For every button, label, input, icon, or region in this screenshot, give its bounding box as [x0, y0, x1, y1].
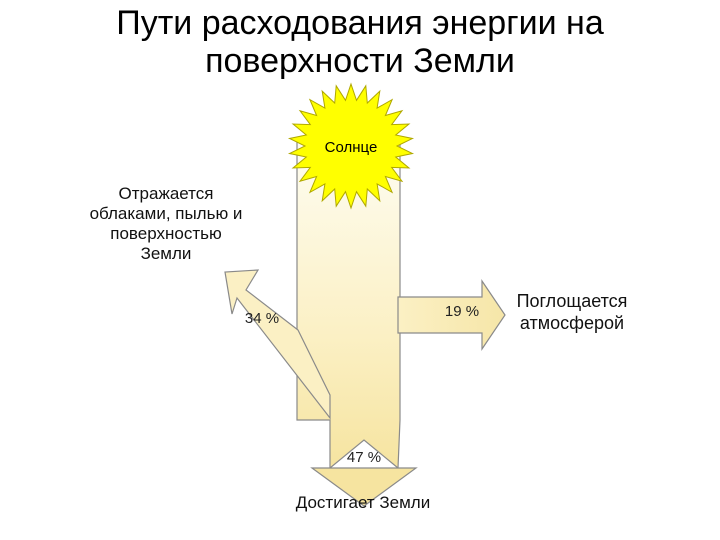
reflected-arrow — [224, 269, 331, 420]
sun-icon — [287, 82, 415, 210]
earth-arrow-head — [310, 467, 418, 507]
sun-label: Солнце — [325, 139, 378, 156]
earth-label: Достигает Земли — [295, 493, 431, 512]
reflected-label: Отражается облаками, пылью и поверхность… — [89, 184, 243, 263]
earth-percent: 47 % — [347, 449, 381, 466]
atmosphere-label: Поглощается атмосферой — [516, 291, 628, 333]
atmosphere-arrow — [397, 279, 506, 351]
atmosphere-percent: 19 % — [445, 303, 479, 320]
reflected-percent: 34 % — [245, 310, 279, 327]
page-title: Пути расходования энергии на поверхности… — [116, 4, 604, 80]
